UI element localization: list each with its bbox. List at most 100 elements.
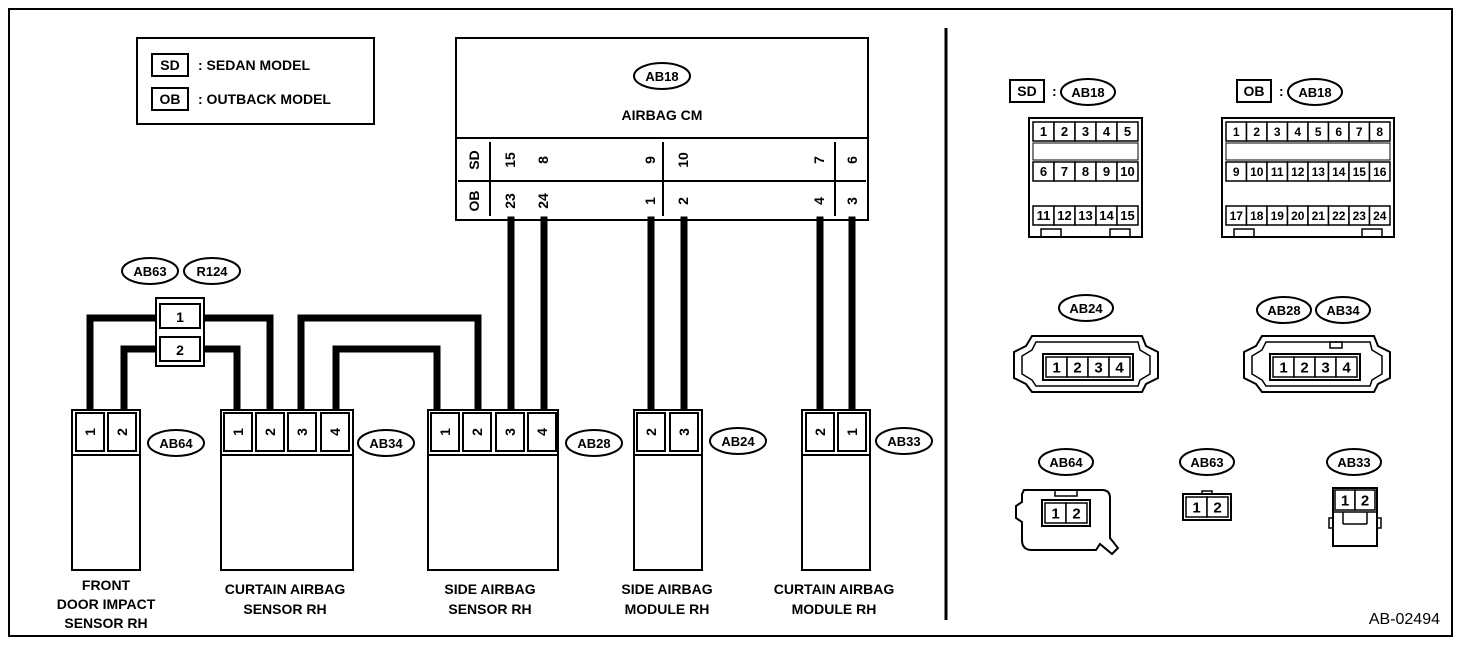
component-pin: 1 — [82, 428, 98, 436]
intermediate-code-r124: R124 — [196, 264, 228, 279]
pin-cell — [1368, 121, 1391, 142]
component-side-airbag-sensor: 1 2 3 4 AB28 SIDE AIRBAG SENSOR RH — [427, 409, 623, 617]
component-pin: 4 — [327, 428, 343, 436]
pin-number: 18 — [1250, 209, 1264, 223]
cm-pin: 10 — [675, 152, 691, 168]
pin-number: 14 — [1099, 208, 1114, 223]
pin-number: 5 — [1124, 124, 1131, 139]
pin-number: 2 — [1073, 359, 1081, 376]
component-pin: 4 — [534, 428, 550, 436]
pin-cell — [1108, 356, 1131, 378]
pin-number: 11 — [1037, 208, 1051, 223]
cm-pin: 24 — [535, 193, 551, 209]
wire-harness — [86, 216, 856, 416]
pin-number: 4 — [1294, 125, 1301, 139]
connector-tab — [1361, 228, 1383, 238]
component-label: FRONT — [82, 577, 131, 593]
component-label: DOOR IMPACT — [57, 596, 156, 612]
pin-number: 1 — [1040, 124, 1047, 139]
pin-number: 1 — [1233, 125, 1240, 139]
cm-pin: 9 — [642, 156, 658, 164]
legend-sd-abbr: SD — [160, 57, 179, 73]
pin-number: 14 — [1332, 165, 1346, 179]
wire — [332, 345, 441, 416]
view-model-label: SD — [1017, 83, 1036, 99]
intermediate-pin: 1 — [176, 309, 184, 325]
component-connector-code: AB33 — [887, 434, 920, 449]
pin-number: 20 — [1291, 209, 1305, 223]
pin-number: 17 — [1230, 209, 1244, 223]
component-connector-code: AB64 — [159, 436, 193, 451]
legend: SD : SEDAN MODEL OB : OUTBACK MODEL — [136, 37, 375, 125]
cm-pin: 6 — [844, 156, 860, 164]
pin-number: 16 — [1373, 165, 1387, 179]
pin-number: 7 — [1356, 125, 1363, 139]
pin-number: 2 — [1253, 125, 1260, 139]
component-side-airbag-module: 2 3 AB24 SIDE AIRBAG MODULE RH — [621, 409, 767, 617]
cm-pin: 23 — [502, 193, 518, 209]
wire — [199, 345, 241, 416]
view-connector-code: AB18 — [1071, 85, 1104, 100]
view-connector-code: AB28 — [1267, 303, 1300, 318]
legend-sd-text: : SEDAN MODEL — [198, 57, 310, 73]
pin-number: 11 — [1271, 165, 1284, 179]
component-pin: 3 — [502, 428, 518, 436]
pin-number: 1 — [1341, 492, 1349, 509]
view-separator: : — [1052, 83, 1057, 99]
pin-number: 4 — [1342, 359, 1351, 376]
component-curtain-airbag-sensor: 1 2 3 4 AB34 CURTAIN AIRBAG SENSOR RH — [220, 409, 415, 617]
intermediate-code-ab63: AB63 — [133, 264, 166, 279]
pin-cell — [1116, 161, 1139, 182]
view-connector-code: AB34 — [1326, 303, 1360, 318]
pin-number: 12 — [1057, 208, 1071, 223]
pin-cell — [1354, 489, 1376, 511]
pin-cell — [1116, 121, 1139, 142]
view-connector-code: AB64 — [1049, 455, 1083, 470]
component-label: MODULE RH — [792, 601, 877, 617]
pin-number: 6 — [1335, 125, 1342, 139]
cm-row-sd-label: SD — [466, 150, 482, 169]
component-pin: 1 — [437, 428, 453, 436]
pin-number: 8 — [1376, 125, 1383, 139]
pin-number: 6 — [1040, 164, 1047, 179]
pin-number: 3 — [1321, 359, 1329, 376]
pin-cell — [1368, 161, 1391, 182]
diagram-frame — [8, 8, 1453, 637]
cm-name: AIRBAG CM — [622, 107, 703, 123]
component-pin: 3 — [676, 428, 692, 436]
pin-cell — [1335, 356, 1358, 378]
pin-number: 15 — [1353, 165, 1367, 179]
pin-cell — [1116, 205, 1139, 226]
component-label: SIDE AIRBAG — [444, 581, 535, 597]
pin-number: 4 — [1103, 124, 1111, 139]
component-label: SENSOR RH — [64, 615, 147, 631]
component-label: SENSOR RH — [448, 601, 531, 617]
component-pin: 2 — [262, 428, 278, 436]
connector-tab — [1233, 228, 1255, 238]
component-pin: 3 — [294, 428, 310, 436]
view-model-label: OB — [1244, 83, 1265, 99]
figure-id: AB-02494 — [1369, 611, 1440, 628]
pin-number: 23 — [1353, 209, 1367, 223]
pin-number: 15 — [1120, 208, 1134, 223]
view-separator: : — [1279, 83, 1284, 99]
cm-pin: 7 — [811, 156, 827, 164]
cm-row-ob-label: OB — [466, 191, 482, 212]
cm-pin: 4 — [811, 197, 827, 205]
pin-number: 5 — [1315, 125, 1322, 139]
pin-number: 24 — [1373, 209, 1387, 223]
component-pin: 2 — [114, 428, 130, 436]
wire — [199, 314, 274, 416]
component-pin: 1 — [230, 428, 246, 436]
component-connector-code: AB24 — [721, 434, 755, 449]
component-curtain-airbag-module: 2 1 AB33 CURTAIN AIRBAG MODULE RH — [774, 409, 933, 617]
component-connector-code: AB34 — [369, 436, 403, 451]
